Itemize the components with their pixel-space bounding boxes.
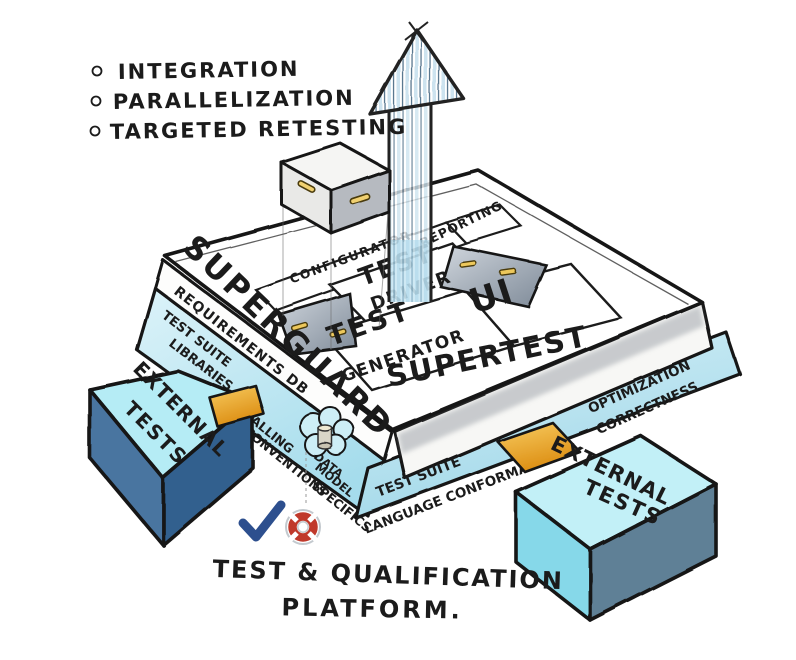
module-slot [349, 193, 371, 205]
socket-pocket-left [277, 292, 358, 356]
bullet-list: INTEGRATION PARALLELIZATION TARGETED RET… [89, 57, 408, 144]
ext-right-side-face [588, 482, 718, 622]
plugin-module-box [279, 141, 391, 350]
module-slot [296, 179, 316, 193]
bullet-item-label: TARGETED RETESTING [110, 115, 408, 144]
caption-line-1: TEST & QUALIFICATION [212, 555, 564, 595]
caption-line-2: PLATFORM. [281, 593, 463, 624]
arrow-head [368, 28, 466, 116]
inner-rim-line [175, 183, 689, 305]
bullet-marker [90, 95, 102, 107]
up-arrow-icon [368, 21, 466, 302]
external-tests-box-right [514, 434, 718, 622]
lifebuoy-icon [285, 509, 321, 545]
bullet-item-label: PARALLELIZATION [113, 86, 355, 114]
check-icon [238, 500, 286, 542]
arrow-shaft-tint [389, 240, 431, 302]
socket-slot [291, 322, 309, 332]
connector-tab-left [208, 384, 266, 429]
bullet-item-label: INTEGRATION [118, 57, 300, 84]
cloud-database-icon [299, 406, 355, 457]
cell-reporting [443, 203, 524, 245]
connector-tab-right [496, 421, 582, 474]
box-shadow-band [398, 306, 704, 454]
socket-pocket-right [439, 244, 548, 308]
socket-slot [459, 260, 477, 268]
socket-slot [329, 328, 347, 338]
socket-slot [499, 268, 517, 276]
bullet-marker [89, 125, 101, 137]
bullet-marker [91, 65, 103, 77]
